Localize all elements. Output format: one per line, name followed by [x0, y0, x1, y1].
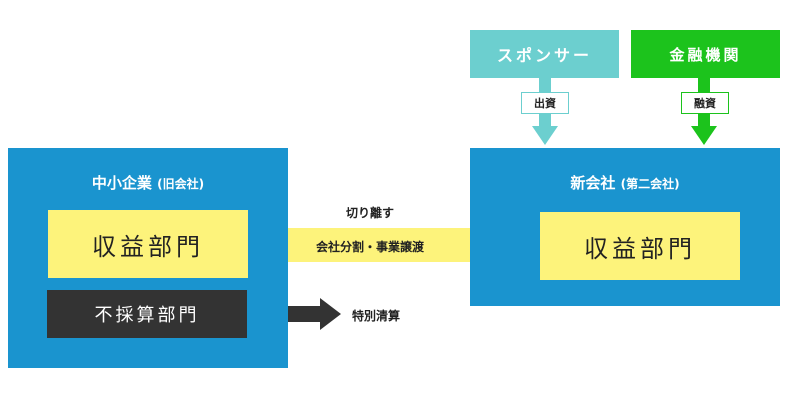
old-profit-division-label: 収益部門 [92, 232, 204, 261]
sponsor-tag-label: 出資 [534, 97, 556, 110]
old-company-name: 中小企業 [91, 174, 152, 192]
transfer-inner-label: 会社分割・事業譲渡 [315, 240, 424, 254]
old-profit-division: 収益部門 [48, 210, 248, 278]
liquidation-label: 特別清算 [352, 309, 401, 323]
bank-label: 金融機関 [669, 45, 742, 64]
new-profit-division-label: 収益部門 [584, 234, 696, 263]
new-company-subtitle: (第二会社) [620, 177, 680, 191]
bank-box: 金融機関 [631, 30, 780, 78]
transfer-arrow [248, 211, 540, 279]
unprofitable-division-label: 不採算部門 [94, 305, 200, 326]
transfer-top-label: 切り離す [345, 206, 394, 220]
sponsor-box: スポンサー [470, 30, 619, 78]
bank-tag-label: 融資 [694, 97, 716, 110]
sponsor-tag: 出資 [521, 92, 569, 114]
bank-tag: 融資 [681, 92, 729, 114]
new-company-title: 新会社 (第二会社) [470, 172, 780, 193]
old-company-title: 中小企業 (旧会社) [8, 172, 288, 193]
sponsor-label: スポンサー [496, 46, 592, 65]
new-profit-division: 収益部門 [540, 212, 740, 280]
new-company-name: 新会社 [570, 174, 616, 192]
unprofitable-division: 不採算部門 [47, 290, 247, 338]
old-company-subtitle: (旧会社) [157, 177, 205, 191]
